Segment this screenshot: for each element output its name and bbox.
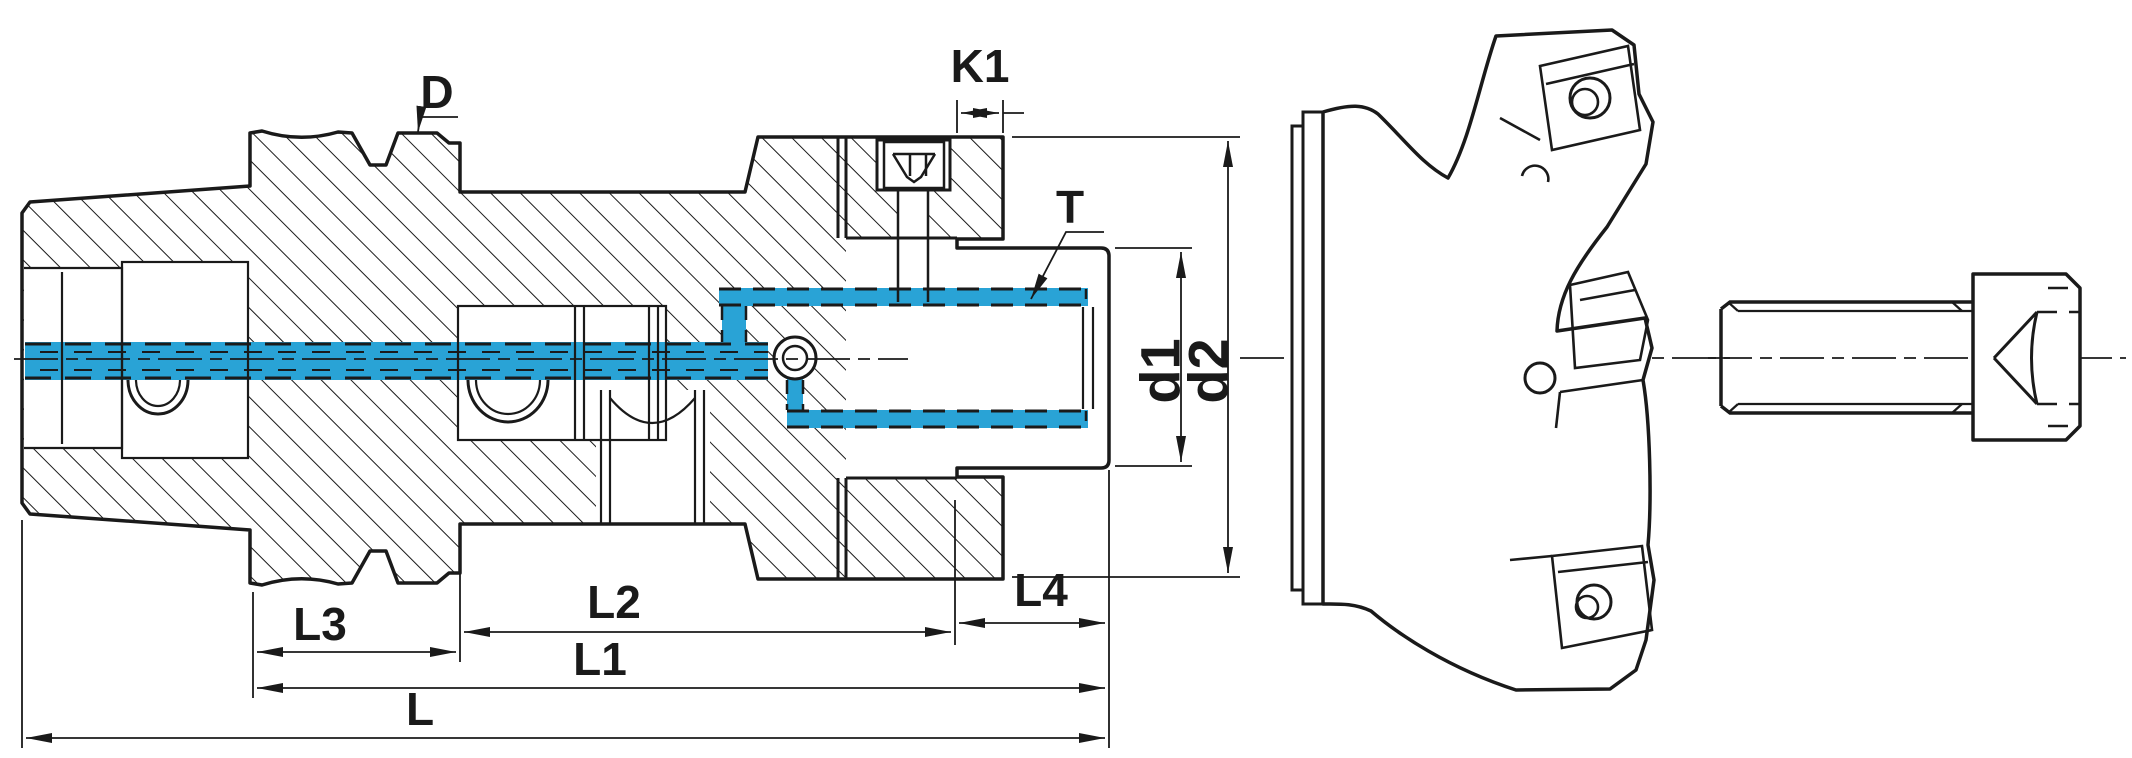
cutter-body [1321, 28, 1656, 692]
dim-label-D: D [420, 66, 453, 118]
clamping-screw [1708, 272, 2126, 442]
dim-label-L1: L1 [573, 633, 627, 685]
dim-label-L2: L2 [587, 576, 641, 628]
holder-outline [20, 129, 1111, 587]
holder-dimensions [21, 100, 1240, 748]
cutter-hub [1301, 110, 1325, 606]
cutter-back-disc [1290, 124, 1305, 592]
spigot-interior [846, 239, 1109, 477]
leader-T [1030, 231, 1104, 300]
screw-hex-socket [1992, 286, 2080, 428]
dim-label-L4: L4 [1014, 564, 1068, 616]
leader-D [416, 105, 458, 133]
face-mill-cutter [1240, 28, 1730, 692]
tool-holder-section: D K1 T L3 L2 L4 L1 L d1 d2 [14, 40, 1240, 748]
screw-thread-shaft [1719, 300, 1973, 415]
cutter-details [1499, 44, 1654, 650]
screw-shank-slot [898, 190, 928, 306]
coolant-channels [25, 288, 1088, 428]
slot-window-bottom [596, 390, 710, 524]
coolant-screw [875, 138, 952, 302]
coolant-plug-circle [772, 335, 818, 381]
coolant-hidden-lines [25, 287, 1088, 429]
dim-label-L3: L3 [293, 598, 347, 650]
screw-head [1971, 272, 2082, 442]
dim-label-L: L [406, 683, 434, 735]
dim-label-K1: K1 [951, 40, 1010, 92]
holder-internal-lines [24, 137, 1095, 579]
dim-label-T: T [1056, 181, 1084, 233]
dim-label-d1: d1 [1129, 338, 1192, 403]
dim-label-d2: d2 [1177, 338, 1240, 403]
